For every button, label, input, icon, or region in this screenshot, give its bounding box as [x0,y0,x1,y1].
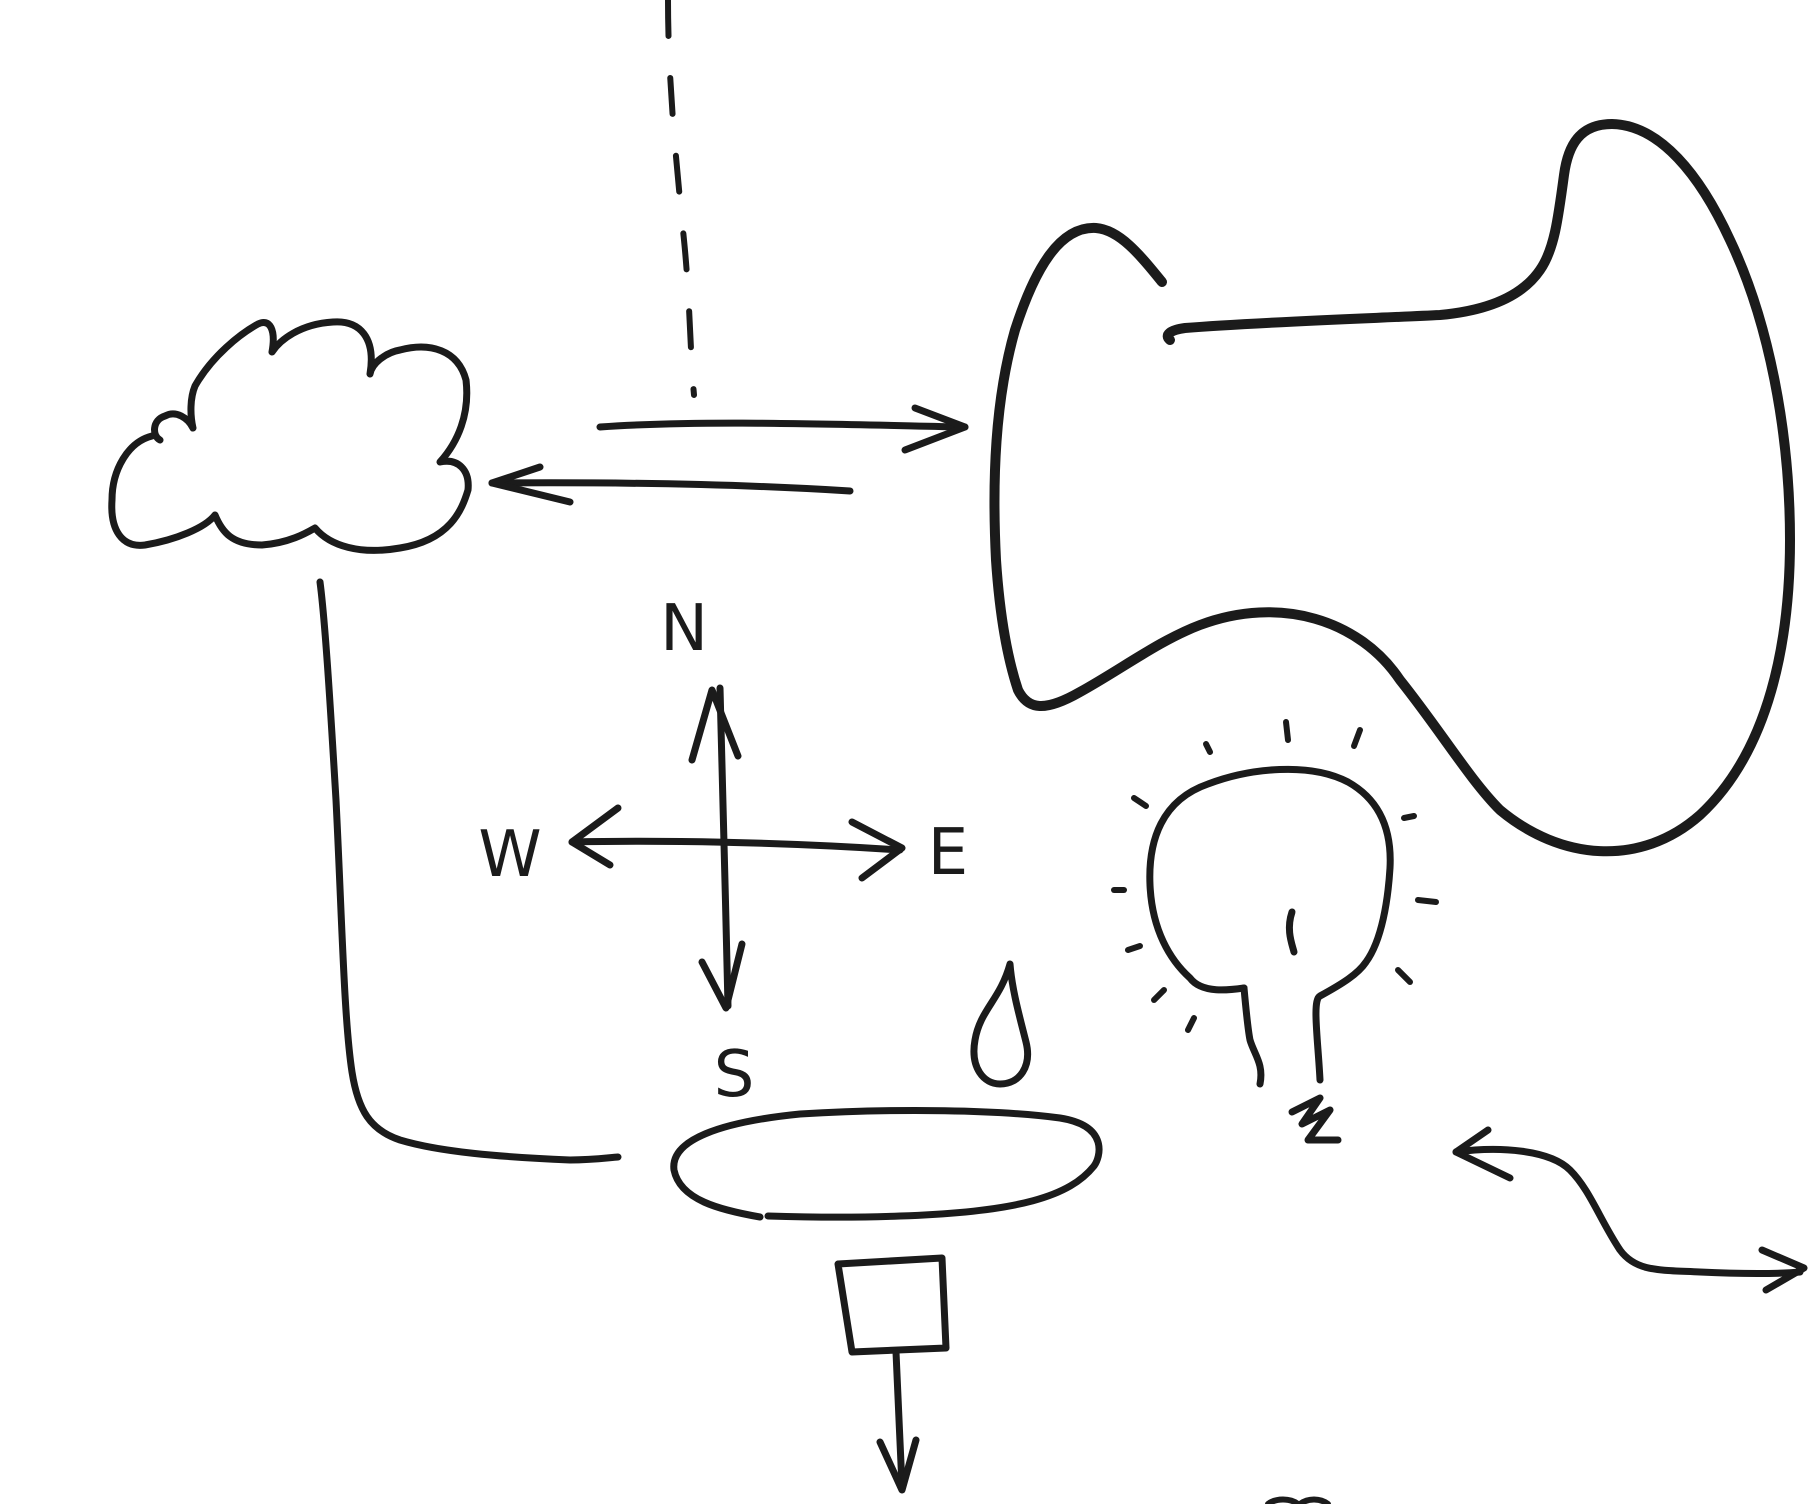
partial-mark [1265,1496,1301,1504]
lightbulb-ray [1395,967,1413,985]
arrow-left-head [488,463,574,506]
compass-south-arrowhead [698,940,746,1012]
blob-shape [989,119,1795,857]
water-drop-icon [970,960,1031,1088]
wavy-arrow-left-head [1452,1126,1514,1182]
lightbulb-ray [1185,1015,1197,1033]
arrow-right [596,419,969,431]
compass-label-east: E [928,816,968,890]
compass-vertical-line [716,684,732,1010]
compass-label-north: N [660,592,708,666]
down-arrow-head [876,1436,920,1494]
lightbulb-outline [1146,765,1394,1084]
dashed-line [665,0,697,398]
square-shape [834,1254,950,1356]
partial-mark [1297,1496,1331,1504]
lightbulb-ray [1351,727,1363,749]
lightbulb-icon [1111,719,1439,1144]
lightbulb-spring [1288,1094,1342,1144]
lightbulb-neck-left [1240,984,1265,1088]
compass-horizontal-line [568,837,904,854]
ellipse-shape [670,1107,1103,1221]
wavy-arrow-right-head [1758,1246,1808,1294]
compass-north-arrowhead [688,686,742,764]
lightbulb-ray [1401,813,1417,821]
cloud-icon [108,318,472,554]
lightbulb-ray [1203,741,1213,755]
lightbulb-ray [1125,943,1143,953]
arrow-left [488,479,854,495]
connector-line [316,578,622,1164]
wavy-arrow-line [1452,1145,1804,1277]
compass-east-arrowhead [848,818,906,882]
compass-label-west: W [478,818,541,892]
lightbulb-filament [1285,908,1298,956]
arrow-right-head [901,404,969,454]
compass [568,684,906,1012]
lightbulb-ray [1283,719,1291,743]
compass-label-south: S [714,1038,755,1112]
compass-west-arrowhead [568,804,622,869]
lightbulb-ray [1151,987,1167,1003]
down-arrow-line [892,1348,906,1490]
lightbulb-ray [1131,795,1149,809]
lightbulb-ray [1415,897,1439,905]
